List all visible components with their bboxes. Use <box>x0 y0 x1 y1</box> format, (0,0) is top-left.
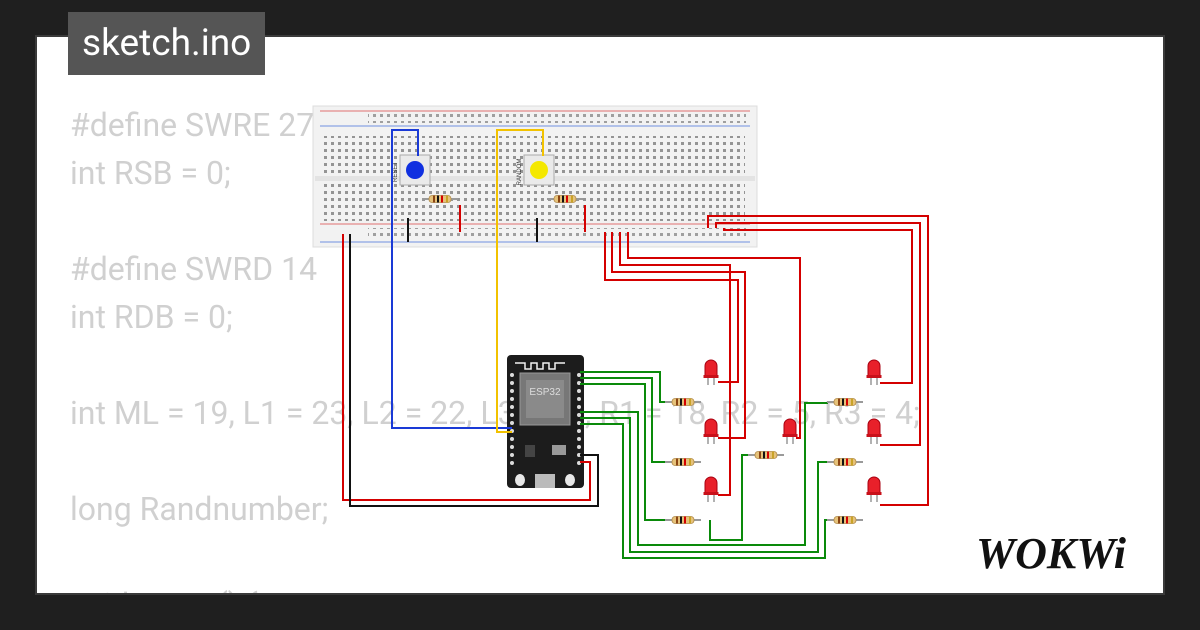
led <box>865 418 883 445</box>
resistor <box>826 457 864 467</box>
file-tab[interactable]: sketch.ino <box>68 12 266 75</box>
resistor <box>826 515 864 525</box>
wire-red-power <box>342 234 591 501</box>
resistor <box>664 515 702 525</box>
reset-button-label: RESET <box>393 162 399 182</box>
random-button-label: RANDOM <box>517 159 523 186</box>
wokwi-logo: WOKWi <box>976 529 1127 578</box>
wire-yellow <box>496 129 544 433</box>
code-line: int RDB = 0; <box>70 298 233 336</box>
led <box>865 476 883 503</box>
led <box>702 418 720 445</box>
resistor <box>826 397 864 407</box>
code-line: int RSB = 0; <box>70 154 231 192</box>
wokwi-logo-text: WOKWi <box>976 529 1127 578</box>
led <box>781 418 799 445</box>
esp32-label: ESP32 <box>529 387 561 398</box>
code-line: #define SWRE 27 <box>70 106 315 144</box>
led <box>702 476 720 503</box>
led-group <box>664 359 883 525</box>
resistor <box>747 450 785 460</box>
wire-black-ground <box>349 234 599 507</box>
reset-button[interactable]: RESET <box>393 154 431 186</box>
led <box>865 359 883 386</box>
wire-blue <box>391 129 512 429</box>
resistor <box>664 397 702 407</box>
code-line: #define SWRD 14 <box>70 250 318 288</box>
esp32-board: ESP32 <box>507 355 584 488</box>
random-button[interactable]: RANDOM <box>517 154 555 186</box>
resistor <box>664 457 702 467</box>
code-line: long Randnumber; <box>70 490 329 528</box>
led <box>702 359 720 386</box>
code-line: void setup() { <box>70 586 258 593</box>
